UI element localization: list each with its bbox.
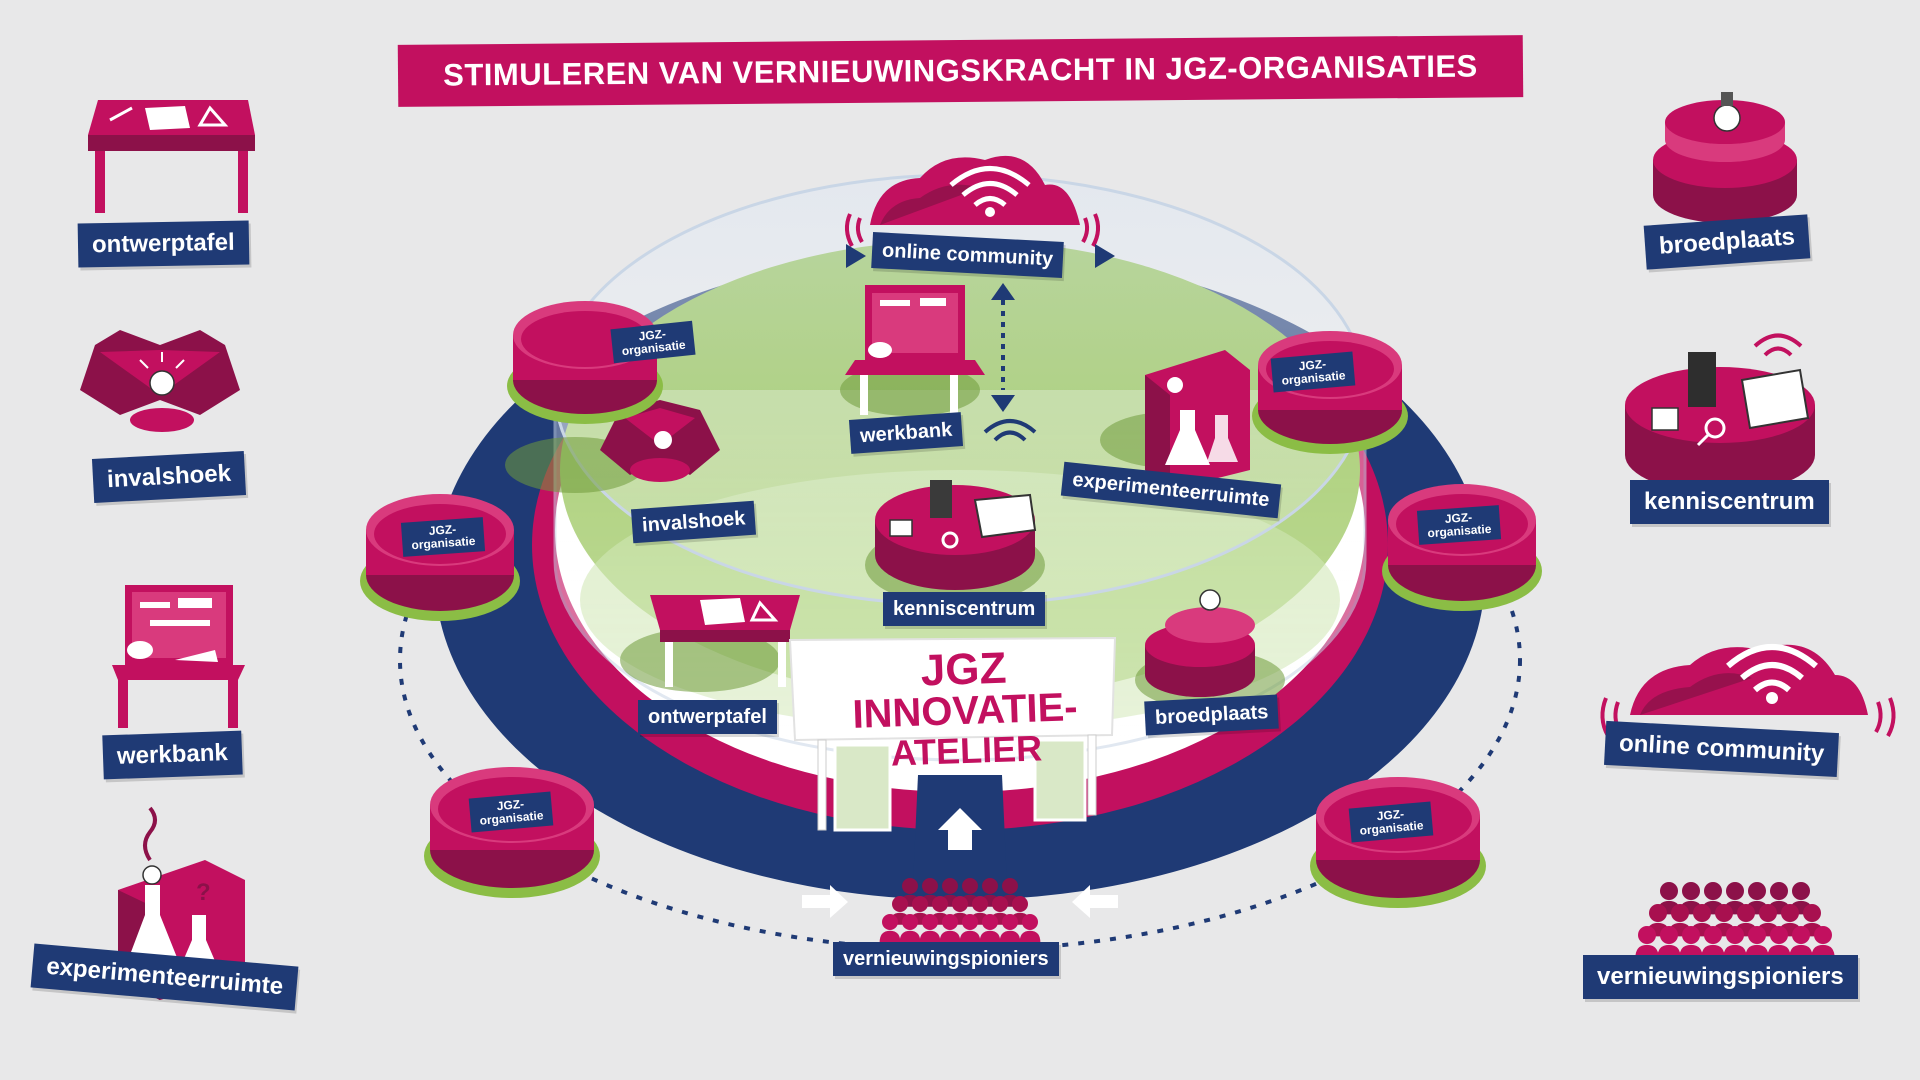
- legend-workbench-icon: [112, 585, 245, 728]
- label-kenniscentrum: kenniscentrum: [883, 592, 1046, 626]
- community-atelier-link: [991, 283, 1015, 412]
- jgz-organisation-drum-2: [1252, 331, 1408, 454]
- enter-arrow-icon: [938, 808, 982, 850]
- legend-viewpoint-icon: [80, 330, 240, 432]
- org-label-line2: organisatie: [1426, 521, 1492, 541]
- cycle-arrow-left-icon: [846, 244, 866, 268]
- legend-label-kenniscentrum: kenniscentrum: [1630, 480, 1829, 524]
- org-label-2: JGZ- organisatie: [1270, 351, 1356, 393]
- pioneers-arrow-right-icon: [1072, 885, 1118, 918]
- legend-knowledge-icon: [1625, 333, 1815, 493]
- jgz-organisation-drum-3: [360, 494, 520, 621]
- center-wifi-cloud-icon: [845, 155, 1100, 247]
- atelier-title: JGZ INNOVATIE- ATELIER: [808, 644, 1122, 777]
- legend-wifi-cloud-icon: [1600, 644, 1896, 737]
- legend-label-vernieuwingspioniers: vernieuwingspioniers: [1583, 955, 1858, 999]
- legend-design-table-icon: [88, 100, 255, 213]
- inner-viewpoint-icon: [600, 400, 720, 482]
- org-label-6: JGZ- organisatie: [1348, 801, 1434, 843]
- legend-pioneers-crowd-icon: [1635, 882, 1835, 959]
- legend-label-werkbank: werkbank: [102, 730, 243, 780]
- inner-incubator-icon: [1145, 589, 1255, 697]
- cycle-arrow-right-icon: [1095, 244, 1115, 268]
- jgz-organisation-drum-5: [424, 767, 600, 898]
- inner-design-table-icon: [650, 595, 800, 687]
- pioneers-arrow-left-icon: [802, 885, 848, 918]
- legend-label-ontwerptafel: ontwerptafel: [77, 220, 250, 268]
- svg-text:?: ?: [196, 879, 211, 906]
- center-pioneers-crowd-icon: [879, 878, 1041, 943]
- label-vernieuwingspioniers: vernieuwingspioniers: [833, 942, 1059, 976]
- inner-workbench-icon: [845, 285, 985, 415]
- inner-wifi-icon: [983, 419, 1037, 442]
- legend-label-invalshoek: invalshoek: [91, 451, 247, 503]
- org-label-3: JGZ- organisatie: [400, 517, 486, 557]
- inner-knowledge-icon: [875, 480, 1037, 590]
- label-broedplaats: broedplaats: [1144, 694, 1280, 736]
- org-label-4: JGZ- organisatie: [1416, 505, 1502, 545]
- legend-incubator-icon: [1653, 92, 1797, 223]
- jgz-organisation-drum-1: [507, 301, 663, 424]
- page-title: STIMULEREN VAN VERNIEUWINGSKRACHT IN JGZ…: [397, 35, 1524, 107]
- org-label-5: JGZ- organisatie: [468, 791, 554, 833]
- org-label-line2: organisatie: [410, 533, 476, 553]
- label-ontwerptafel: ontwerptafel: [638, 700, 777, 734]
- inner-lab-icon: [1145, 350, 1250, 490]
- jgz-organisation-drum-6: [1310, 777, 1486, 908]
- atelier-entrance: [788, 636, 1117, 832]
- jgz-organisation-drum-4: [1382, 484, 1542, 611]
